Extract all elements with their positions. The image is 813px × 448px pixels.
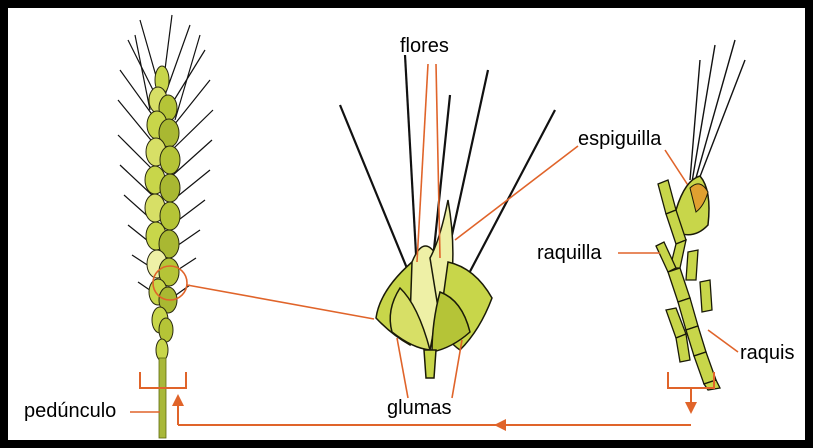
ear-grains [145,66,180,361]
spikelet-base [424,350,436,378]
raquis-leader-line [708,330,738,352]
label-raquilla: raquilla [537,243,601,263]
spikelet-florets [376,200,492,352]
label-raquis: raquis [740,343,794,363]
spikelet-enlarged [340,55,555,398]
zoom-connector-line [187,285,374,319]
label-espiguilla: espiguilla [578,129,661,149]
espiguilla-leader-lines [455,146,695,240]
wheat-ear [118,15,213,438]
rachis-figure [618,40,745,390]
label-glumas: glumas [387,398,451,418]
label-pedunculo: pedúnculo [24,401,116,421]
label-flores: flores [400,36,449,56]
rachis-awns [690,40,745,187]
ear-stem [159,358,166,438]
